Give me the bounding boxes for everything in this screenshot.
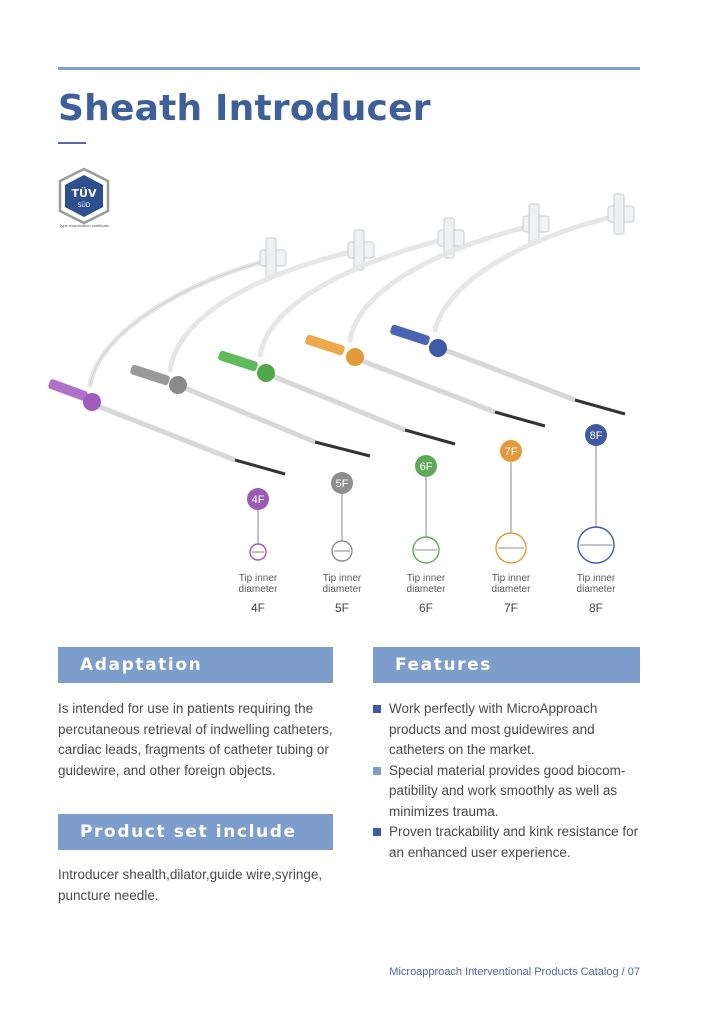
size-marker-5f: 5F — [331, 472, 353, 562]
size-badge-label-5f: 5F — [336, 478, 349, 490]
tip-circle-8f — [577, 526, 615, 564]
feature-text: Proven trackability and kink resistance … — [389, 824, 639, 860]
top-rule — [58, 67, 640, 70]
size-badge-8f — [585, 424, 607, 446]
tip-label-line1: Tip inner — [322, 573, 362, 584]
adaptation-heading: Adaptation — [58, 647, 333, 683]
feature-item: Work perfectly with MicroApproach produc… — [372, 699, 640, 761]
tip-label-line1: Tip inner — [238, 573, 278, 584]
size-marker-4f: 4F — [247, 488, 269, 561]
sheath-7f-image — [305, 203, 550, 428]
adaptation-text: Is intended for use in patients requirin… — [58, 701, 333, 778]
tip-circle-7f — [495, 532, 527, 564]
size-badge-label-4f: 4F — [252, 494, 265, 506]
tip-label-line2: diameter — [406, 584, 446, 595]
size-badge-5f — [331, 472, 353, 494]
tip-label-line2: diameter — [238, 584, 278, 595]
feature-text: Special material provides good biocom-pa… — [389, 762, 626, 819]
tip-size-value: 8F — [588, 601, 603, 615]
features-list: Work perfectly with MicroApproach produc… — [372, 699, 640, 863]
tuv-badge-text: TÜV — [72, 186, 97, 200]
tip-label-6f: Tip inner diameter 6F — [386, 573, 466, 615]
tip-circle-4f — [249, 543, 267, 561]
feature-item: Special material provides good biocom-pa… — [372, 761, 640, 823]
page-title: Sheath Introducer — [58, 88, 431, 129]
size-badge-6f — [415, 455, 437, 477]
tip-size-value: 4F — [250, 601, 265, 615]
tip-diameter-markers: 4F 5F 6F 7F 8F — [247, 424, 615, 564]
size-badge-7f — [500, 440, 522, 462]
tuv-caption: Type examination certificate — [59, 223, 109, 228]
tip-label-line2: diameter — [322, 584, 362, 595]
product-set-text: Introducer shealth,dilator,guide wire,sy… — [58, 867, 323, 903]
tip-label-line1: Tip inner — [491, 573, 531, 584]
size-badge-label-7f: 7F — [505, 446, 518, 458]
tip-label-line1: Tip inner — [576, 573, 616, 584]
tip-label-5f: Tip inner diameter 5F — [302, 573, 382, 615]
page-footer: Microapproach Interventional Products Ca… — [389, 966, 640, 978]
size-badge-4f — [247, 488, 269, 510]
tip-label-line2: diameter — [491, 584, 531, 595]
size-marker-8f: 8F — [577, 424, 615, 564]
tip-size-value: 7F — [503, 601, 518, 615]
square-bullet-icon — [373, 766, 381, 775]
sheath-5f-image — [130, 229, 375, 458]
size-marker-6f: 6F — [412, 455, 440, 564]
tip-circle-5f — [331, 540, 353, 562]
features-heading: Features — [373, 647, 640, 683]
tip-label-line1: Tip inner — [406, 573, 446, 584]
sheath-6f-image — [218, 217, 465, 446]
title-underline — [58, 142, 86, 144]
size-badge-label-8f: 8F — [590, 430, 603, 442]
sheath-4f-image — [48, 237, 287, 476]
size-badge-label-6f: 6F — [420, 461, 433, 473]
sheath-introducer-illustration — [48, 193, 635, 476]
tip-size-value: 6F — [418, 601, 433, 615]
tuv-badge-subtext: SÜD — [78, 202, 91, 209]
feature-text: Work perfectly with MicroApproach produc… — [389, 701, 598, 757]
tip-label-line2: diameter — [576, 584, 616, 595]
tuv-certification-seal-icon: TÜV SÜD — [58, 167, 110, 225]
product-set-heading: Product set include — [58, 814, 333, 850]
tip-size-value: 5F — [334, 601, 349, 615]
tip-label-4f: Tip inner diameter 4F — [218, 573, 298, 615]
size-marker-7f: 7F — [495, 440, 527, 564]
square-bullet-icon — [373, 705, 381, 713]
tip-circle-6f — [412, 536, 440, 564]
tip-label-8f: Tip inner diameter 8F — [556, 573, 636, 615]
square-bullet-icon — [373, 828, 381, 836]
feature-item: Proven trackability and kink resistance … — [372, 822, 640, 863]
tip-label-7f: Tip inner diameter 7F — [471, 573, 551, 615]
sheath-8f-image — [390, 193, 635, 416]
